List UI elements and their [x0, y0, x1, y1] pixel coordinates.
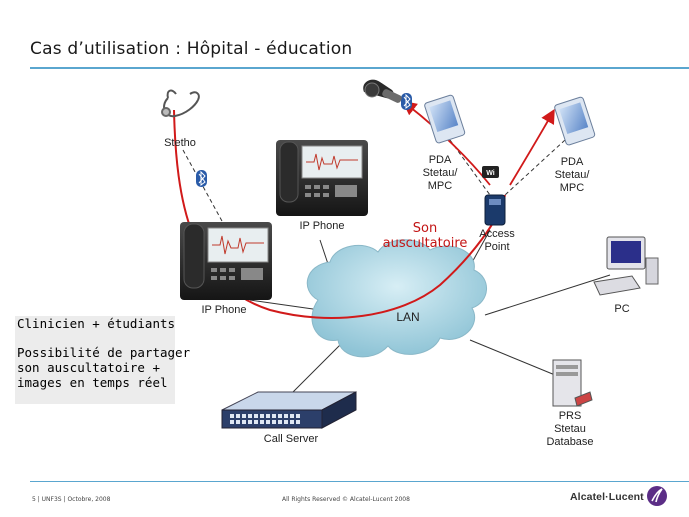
side-note: Clinicien + étudiants Possibilité de par… [15, 316, 191, 404]
server-tower-icon [552, 359, 593, 407]
side-note-line: Possibilité de partager [17, 345, 191, 360]
call-server-icon [221, 391, 357, 429]
stetho-label: Stetho [164, 137, 196, 149]
link-phone-lan [249, 299, 321, 311]
side-note-line: images en temps réel [17, 375, 168, 390]
lan-label: LAN [396, 310, 420, 324]
ip-phone-top-label: IP Phone [299, 220, 345, 232]
wireless-links [182, 139, 566, 233]
lan-cloud [306, 239, 487, 358]
side-note-line: son auscultatoire + [17, 360, 160, 375]
bluetooth-icon [401, 93, 412, 110]
link-pc-lan [484, 274, 611, 316]
pc-label: PC [614, 303, 630, 315]
link-prs-lan [469, 339, 556, 376]
wifi-icon: Wi [482, 166, 499, 178]
stethoscope-icon [161, 89, 200, 118]
ip-phone-icon [180, 222, 272, 300]
ip-phone-bottom-label: IP Phone [201, 304, 247, 316]
pda-icon [554, 96, 596, 146]
alcatel-lucent-logo-icon [647, 486, 667, 506]
ip-phone-icon [276, 140, 368, 216]
bluetooth-icon [196, 170, 207, 187]
call-server-label: Call Server [263, 433, 319, 445]
side-note-line: Clinicien + étudiants [17, 316, 176, 331]
wifi-link-pda-left [449, 139, 491, 196]
link-callserver-lan [289, 344, 341, 396]
pda-icon [424, 94, 466, 144]
footer-divider [30, 481, 689, 482]
brand-name: Alcatel·Lucent [570, 491, 644, 503]
title-divider [30, 67, 689, 69]
headset-icon [363, 79, 402, 103]
bt-link-stetho-phone [182, 149, 229, 233]
footer-page-info: 5 | UNF3S | Octobre, 2008 [32, 496, 111, 503]
pc-icon [593, 236, 659, 296]
access-point-icon [484, 194, 506, 226]
footer-copyright: All Rights Reserved © Alcatel-Lucent 200… [282, 496, 410, 503]
svg-text:Wi: Wi [486, 170, 495, 177]
page-title: Cas d’utilisation : Hôpital - éducation [30, 39, 353, 59]
